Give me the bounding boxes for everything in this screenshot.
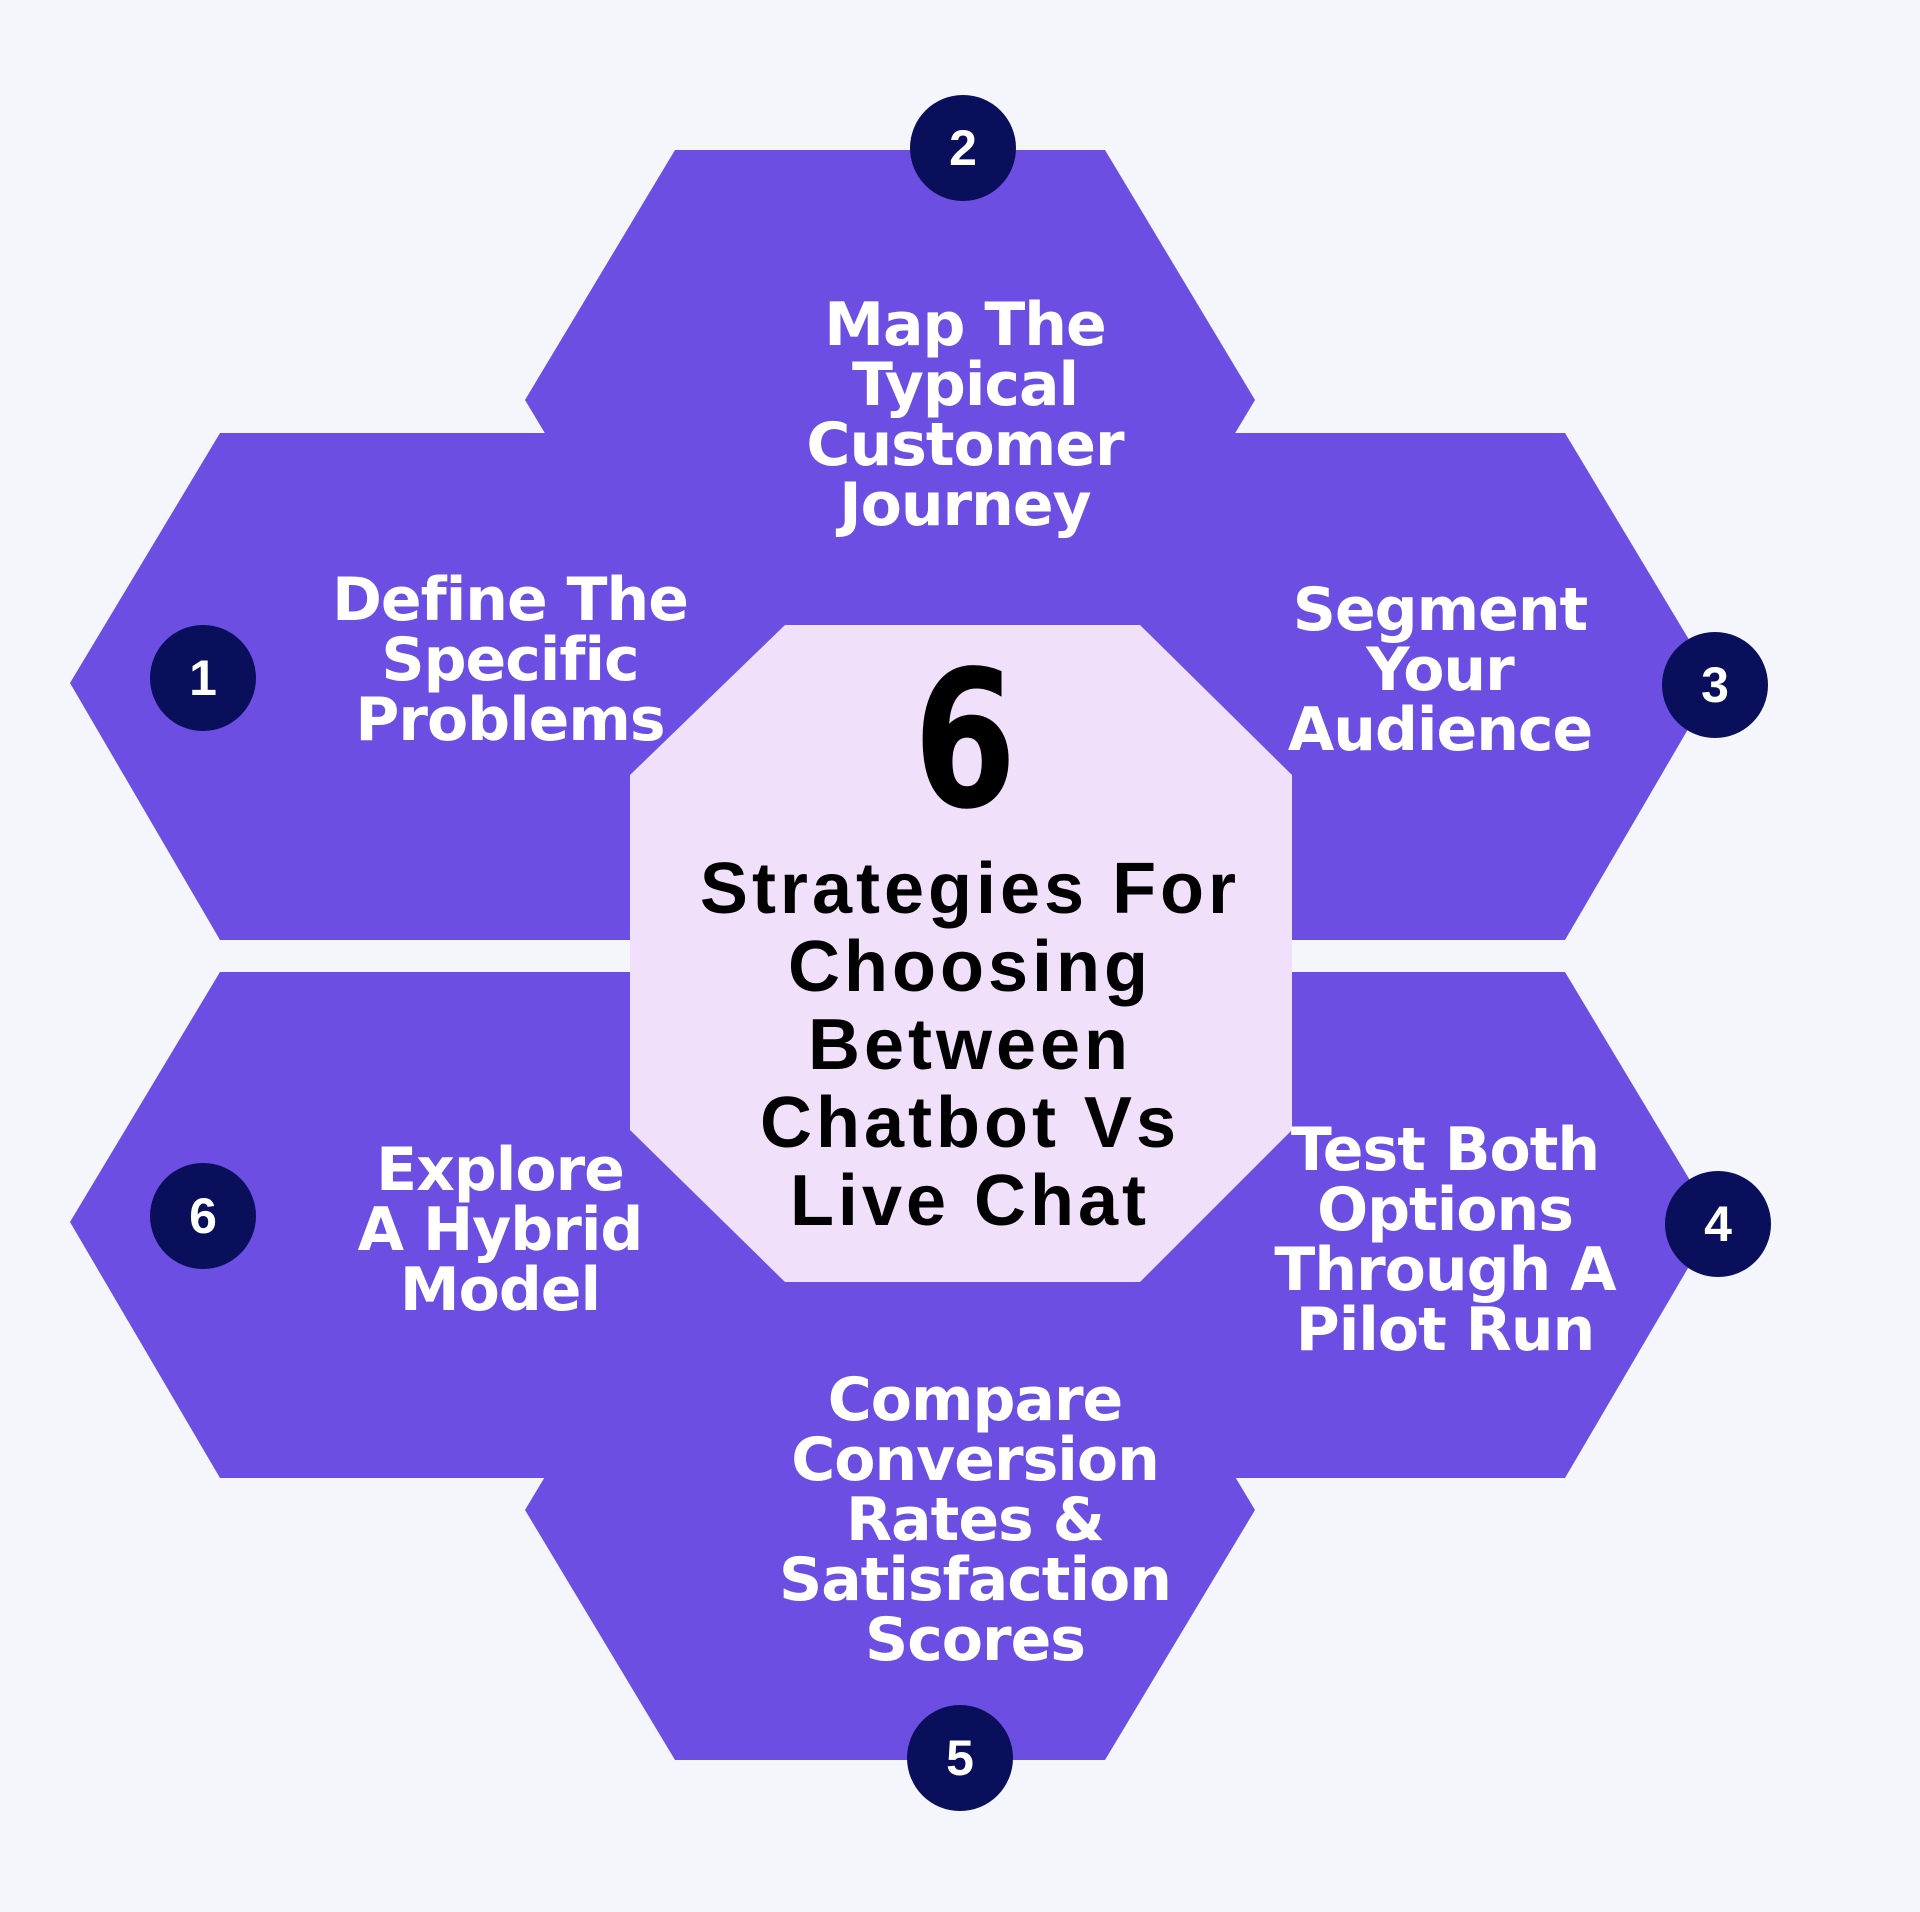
- badge-strategy-1: 1: [150, 625, 256, 731]
- strategy-6-label: Explore A Hybrid Model: [357, 1135, 644, 1325]
- center-title: Strategies For Choosing Between Chatbot …: [699, 849, 1241, 1241]
- hexagon-strategy-2: [525, 150, 1255, 650]
- strategy-3-label: Segment Your Audience: [1287, 575, 1593, 765]
- badge-strategy-2: 2: [910, 95, 1016, 201]
- hexagon-strategy-6: [70, 972, 800, 1478]
- hexagon-strategy-1: [70, 433, 800, 940]
- badge-strategy-5: 5: [907, 1705, 1013, 1811]
- hexagon-strategy-5: [525, 1260, 1255, 1760]
- center-number: 6: [913, 629, 1017, 851]
- badge-strategy-3: 3: [1662, 632, 1768, 738]
- strategy-2-label: Map The Typical Customer Journey: [806, 290, 1124, 540]
- strategy-4-label: Test Both Options Through A Pilot Run: [1274, 1115, 1616, 1365]
- center-octagon: [630, 625, 1292, 1282]
- badge-strategy-6: 6: [150, 1163, 256, 1269]
- strategy-1-label: Define The Specific Problems: [332, 565, 689, 755]
- strategy-5-label: Compare Conversion Rates & Satisfaction …: [778, 1365, 1172, 1675]
- badge-strategy-4: 4: [1665, 1171, 1771, 1277]
